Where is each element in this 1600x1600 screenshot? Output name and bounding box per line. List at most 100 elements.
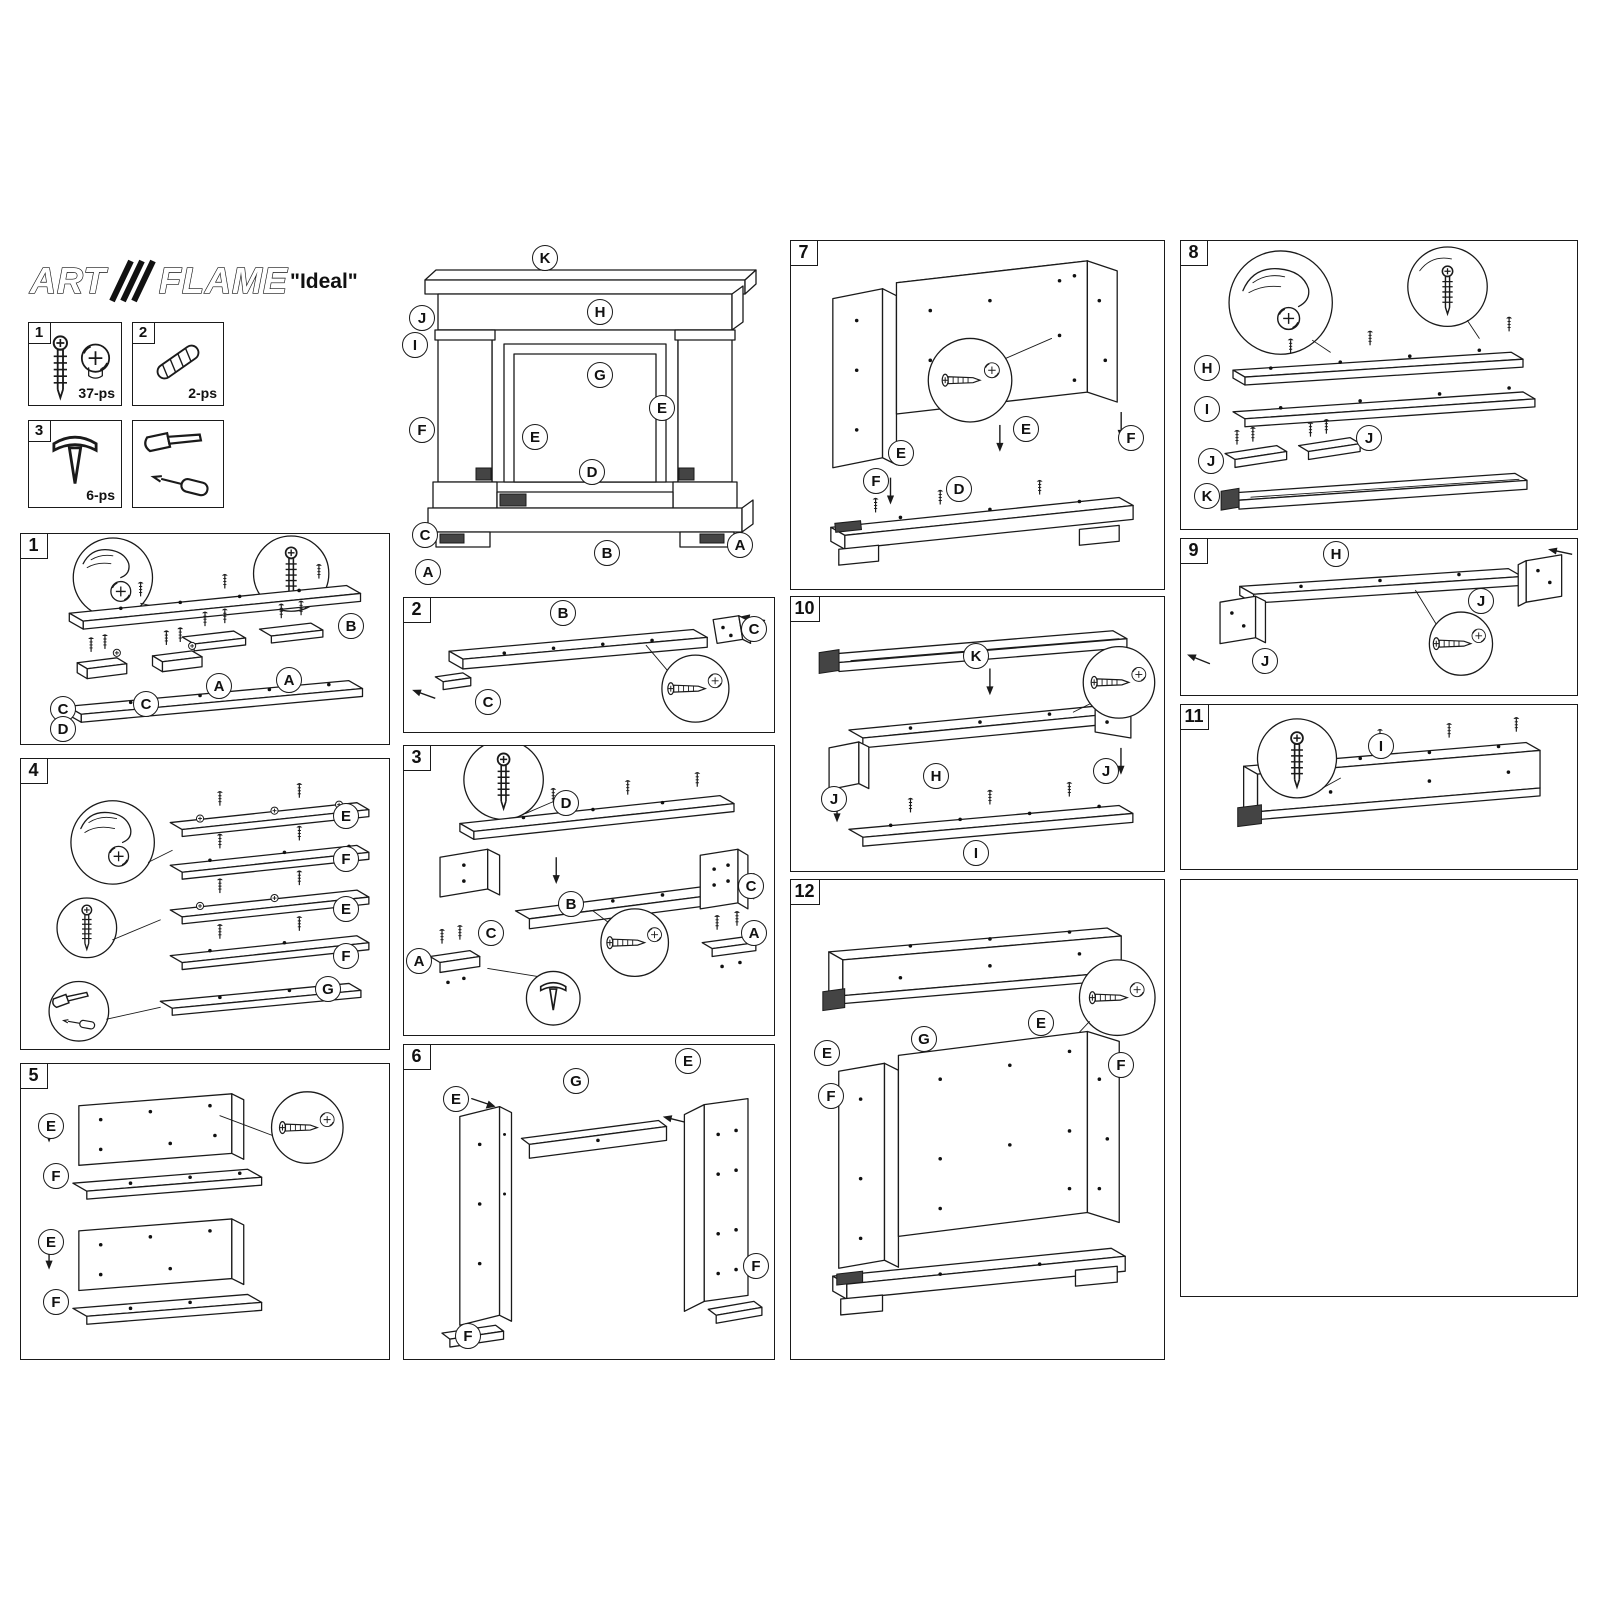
part-label-a: A — [276, 667, 302, 693]
detail-circle-screw — [1256, 718, 1341, 799]
hardware-number: 3 — [27, 419, 51, 442]
part-label-i: I — [1194, 396, 1220, 422]
plank-d — [459, 771, 735, 840]
part-label-f: F — [43, 1163, 69, 1189]
dowel-icon — [153, 341, 203, 383]
product-name: "Ideal" — [290, 270, 358, 293]
part-label-f: F — [818, 1083, 844, 1109]
shelf-assembly — [822, 927, 1122, 1012]
cam-lock-icon — [983, 362, 1000, 379]
step-number: 12 — [789, 878, 820, 905]
plank-a2 — [258, 599, 324, 644]
empty-panel — [1180, 879, 1578, 1297]
part-label-j: J — [1198, 448, 1224, 474]
block-c2 — [151, 626, 203, 673]
part-label-c: C — [478, 920, 504, 946]
hardware-number: 1 — [27, 321, 51, 344]
part-label-a: A — [741, 920, 767, 946]
detail-circle-tools — [48, 980, 161, 1042]
panel-e1 — [78, 1093, 245, 1166]
logo-hatch — [109, 259, 156, 303]
step-panel-4: 4 — [19, 757, 390, 1050]
step-2-drawing — [410, 612, 767, 723]
part-label-e: E — [814, 1040, 840, 1066]
hardware-box-3: 3 6-ps — [27, 419, 122, 508]
brand-flame-text: FLAME — [159, 260, 288, 301]
hardware-1-drawing — [52, 335, 111, 399]
cam-lock-icon — [1471, 628, 1486, 643]
part-label-e: E — [38, 1113, 64, 1139]
part-label-c: C — [741, 616, 767, 642]
cam-lock-icon — [1129, 982, 1145, 998]
part-label-i: I — [402, 332, 428, 358]
part-label-k: K — [1194, 483, 1220, 509]
detail-circle-cam — [70, 800, 173, 885]
part-label-h: H — [923, 763, 949, 789]
step-number: 4 — [19, 757, 48, 784]
brand-logo: ART FLAME "Ideal" — [28, 252, 388, 310]
step-number: 1 — [19, 532, 48, 559]
step-panel-7: 7 — [789, 239, 1165, 590]
part-label-a: A — [406, 948, 432, 974]
part-label-b: B — [550, 600, 576, 626]
part-label-f: F — [863, 468, 889, 494]
step-panel-5: 5 — [19, 1062, 390, 1360]
part-label-g: G — [587, 362, 613, 388]
plinth-d — [830, 479, 1134, 566]
part-label-f: F — [1118, 425, 1144, 451]
step-number: 8 — [1179, 239, 1208, 266]
plank-b — [448, 628, 708, 670]
hardware-qty: 37-ps — [78, 385, 115, 401]
part-label-f: F — [455, 1323, 481, 1349]
mantel-body — [838, 1030, 1120, 1269]
mantel-shelf — [424, 269, 757, 295]
detail-circle-screw — [927, 337, 1053, 423]
step-3-drawing — [429, 746, 759, 1026]
step-number: 9 — [1179, 537, 1208, 564]
side-piece — [439, 848, 501, 898]
hardware-box-1: 1 37-ps — [27, 321, 122, 406]
cam-lock-icon — [1131, 667, 1147, 682]
part-label-j: J — [1356, 425, 1382, 451]
part-label-g: G — [315, 976, 341, 1002]
mantel-base — [832, 1247, 1126, 1316]
step-9-drawing — [1185, 545, 1574, 676]
tools-drawing — [142, 425, 210, 498]
detail-circle-tack — [487, 968, 581, 1026]
detail-circle-screw — [1407, 246, 1488, 339]
part-label-i: I — [963, 840, 989, 866]
part-label-f: F — [333, 846, 359, 872]
step-panel-3: 3 — [402, 744, 775, 1036]
block-c-left — [410, 672, 472, 703]
part-label-e: E — [443, 1086, 469, 1112]
rail-g — [520, 1119, 668, 1159]
block-a-left — [429, 924, 481, 985]
screwdriver-icon — [150, 469, 210, 498]
part-label-a: A — [415, 559, 441, 585]
part-label-e: E — [675, 1048, 701, 1074]
step-panel-11: 11 I — [1179, 703, 1578, 870]
plank-f2 — [169, 915, 370, 971]
step-panel-12: 12 — [789, 878, 1165, 1360]
part-label-f: F — [743, 1253, 769, 1279]
cam-lock-icon — [108, 845, 130, 867]
part-label-e: E — [649, 395, 675, 421]
cam-lock-icon — [647, 927, 662, 943]
plank-b — [68, 563, 362, 630]
columns-and-panel — [434, 329, 736, 483]
cam-lock-icon — [1276, 306, 1301, 331]
part-label-c: C — [412, 522, 438, 548]
hardware-number: 2 — [131, 321, 155, 344]
part-label-h: H — [587, 299, 613, 325]
step-5-drawing — [44, 1091, 344, 1325]
part-label-a: A — [206, 673, 232, 699]
panel-j-left — [828, 741, 870, 791]
panel-e-left — [459, 1105, 513, 1326]
part-label-j: J — [1093, 758, 1119, 784]
hammer-icon — [142, 425, 203, 454]
step-number: 5 — [19, 1062, 48, 1089]
plank-e2 — [169, 869, 370, 925]
hardware-qty: 6-ps — [86, 487, 115, 503]
part-label-a: A — [727, 532, 753, 558]
